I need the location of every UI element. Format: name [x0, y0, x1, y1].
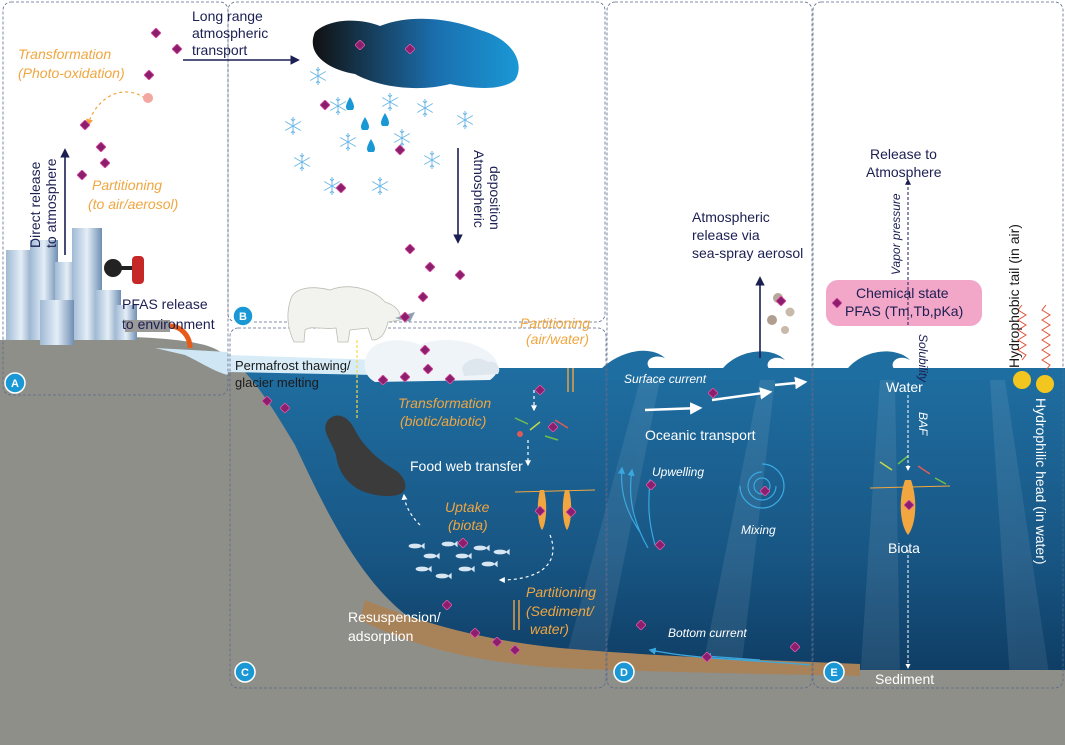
navy-arrows [60, 55, 765, 358]
label-atm-deposition-1: Atmospheric [471, 150, 487, 228]
label-transform-photo-1: Transformation [18, 46, 111, 62]
label-sea-spray-3: sea-spray aerosol [692, 245, 803, 261]
label-atm-deposition-2: deposition [487, 166, 503, 230]
label-chem-state-2: PFAS (Tm,Tb,pKa) [845, 303, 963, 319]
label-bottom-current: Bottom current [668, 626, 747, 640]
phytoplankton-e [879, 455, 947, 485]
label-solubility: Solubility [916, 334, 930, 383]
snowflakes [284, 66, 474, 196]
meltwater [155, 348, 228, 375]
label-permafrost-2: glacier melting [235, 375, 319, 390]
label-partitioning-air-2: (to air/aerosol) [88, 196, 178, 212]
phytoplankton-c [514, 417, 569, 441]
label-partitioning-air-1: Partitioning [92, 177, 162, 193]
label-uptake-2: (biota) [448, 517, 488, 533]
partition-markers [513, 368, 574, 630]
svg-text:E: E [830, 667, 837, 679]
label-partitioning-sw-2: (Sediment/ [526, 603, 596, 619]
label-partitioning-sw-1: Partitioning [526, 584, 596, 600]
light-shafts [560, 380, 1050, 680]
surfactant-molecules [1013, 304, 1054, 393]
label-sea-spray-1: Atmospheric [692, 209, 770, 225]
panel-badge-e: E [823, 661, 845, 683]
land-seafloor [0, 336, 1065, 745]
label-partitioning-sw-3: water) [530, 621, 569, 637]
ice-shelf [228, 355, 380, 375]
seal [325, 415, 406, 497]
label-partitioning-aw-1: Partitioning [520, 315, 590, 331]
panel-badge-c: C [234, 661, 256, 683]
label-oceanic-transport: Oceanic transport [645, 427, 756, 443]
label-sea-spray-2: release via [692, 227, 760, 243]
polar-bear [287, 286, 415, 343]
city-buildings [6, 228, 193, 349]
label-permafrost-1: Permafrost thawing/ [235, 358, 351, 373]
label-direct-release-1: Direct release [27, 161, 43, 248]
label-water: Water [886, 379, 923, 395]
label-release-atm-1: Release to [870, 146, 937, 162]
oxidation-radical [143, 93, 153, 103]
label-hydrophilic-head: Hydrophilic head (in water) [1033, 398, 1049, 565]
label-pfas-release-1: PFAS release [122, 296, 208, 312]
svg-text:B: B [239, 311, 247, 323]
label-transform-photo-2: (Photo-oxidation) [18, 65, 125, 81]
label-uptake-1: Uptake [445, 499, 490, 515]
ocean-waves [600, 350, 1065, 380]
label-chem-state-1: Chemical state [856, 285, 949, 301]
svg-text:D: D [620, 667, 628, 679]
label-direct-release-2: to atmosphere [43, 158, 59, 248]
svg-text:C: C [241, 667, 249, 679]
panel-badge-b: B [232, 305, 254, 327]
chemical-state-box [826, 280, 982, 326]
sediment-layer [360, 600, 860, 676]
label-long-range-1: Long range [192, 8, 263, 24]
label-vapor-pressure: Vapor pressure [889, 193, 903, 275]
label-mixing: Mixing [741, 523, 776, 537]
cloud [312, 18, 519, 89]
panel-badge-a: A [4, 372, 26, 394]
label-partitioning-aw-2: (air/water) [526, 331, 589, 347]
mixing-spiral [739, 463, 785, 509]
label-long-range-3: transport [192, 42, 247, 58]
label-sediment: Sediment [875, 671, 934, 687]
label-baf: BAF [916, 412, 930, 436]
photo-oxidation-arrow [86, 91, 146, 127]
sea-spray-aerosols [767, 293, 795, 334]
svg-text:A: A [11, 378, 19, 390]
small-cloud [462, 358, 500, 376]
label-biota: Biota [888, 540, 920, 556]
label-transform-biotic-1: Transformation [398, 395, 491, 411]
label-pfas-release-2: to environment [122, 316, 215, 332]
label-transform-biotic-2: (biotic/abiotic) [400, 413, 486, 429]
label-food-web: Food web transfer [410, 458, 523, 474]
label-upwelling: Upwelling [652, 465, 704, 479]
label-resuspension-2: adsorption [348, 628, 413, 644]
label-hydrophobic-tail: Hydrophobic tail (in air) [1006, 224, 1022, 368]
label-surface-current: Surface current [624, 372, 707, 386]
panel-badge-d: D [613, 661, 635, 683]
label-resuspension-1: Resuspension/ [348, 609, 441, 625]
label-release-atm-2: Atmosphere [866, 164, 942, 180]
panel-frames [2, 1, 1064, 689]
label-long-range-2: atmospheric [192, 25, 268, 41]
